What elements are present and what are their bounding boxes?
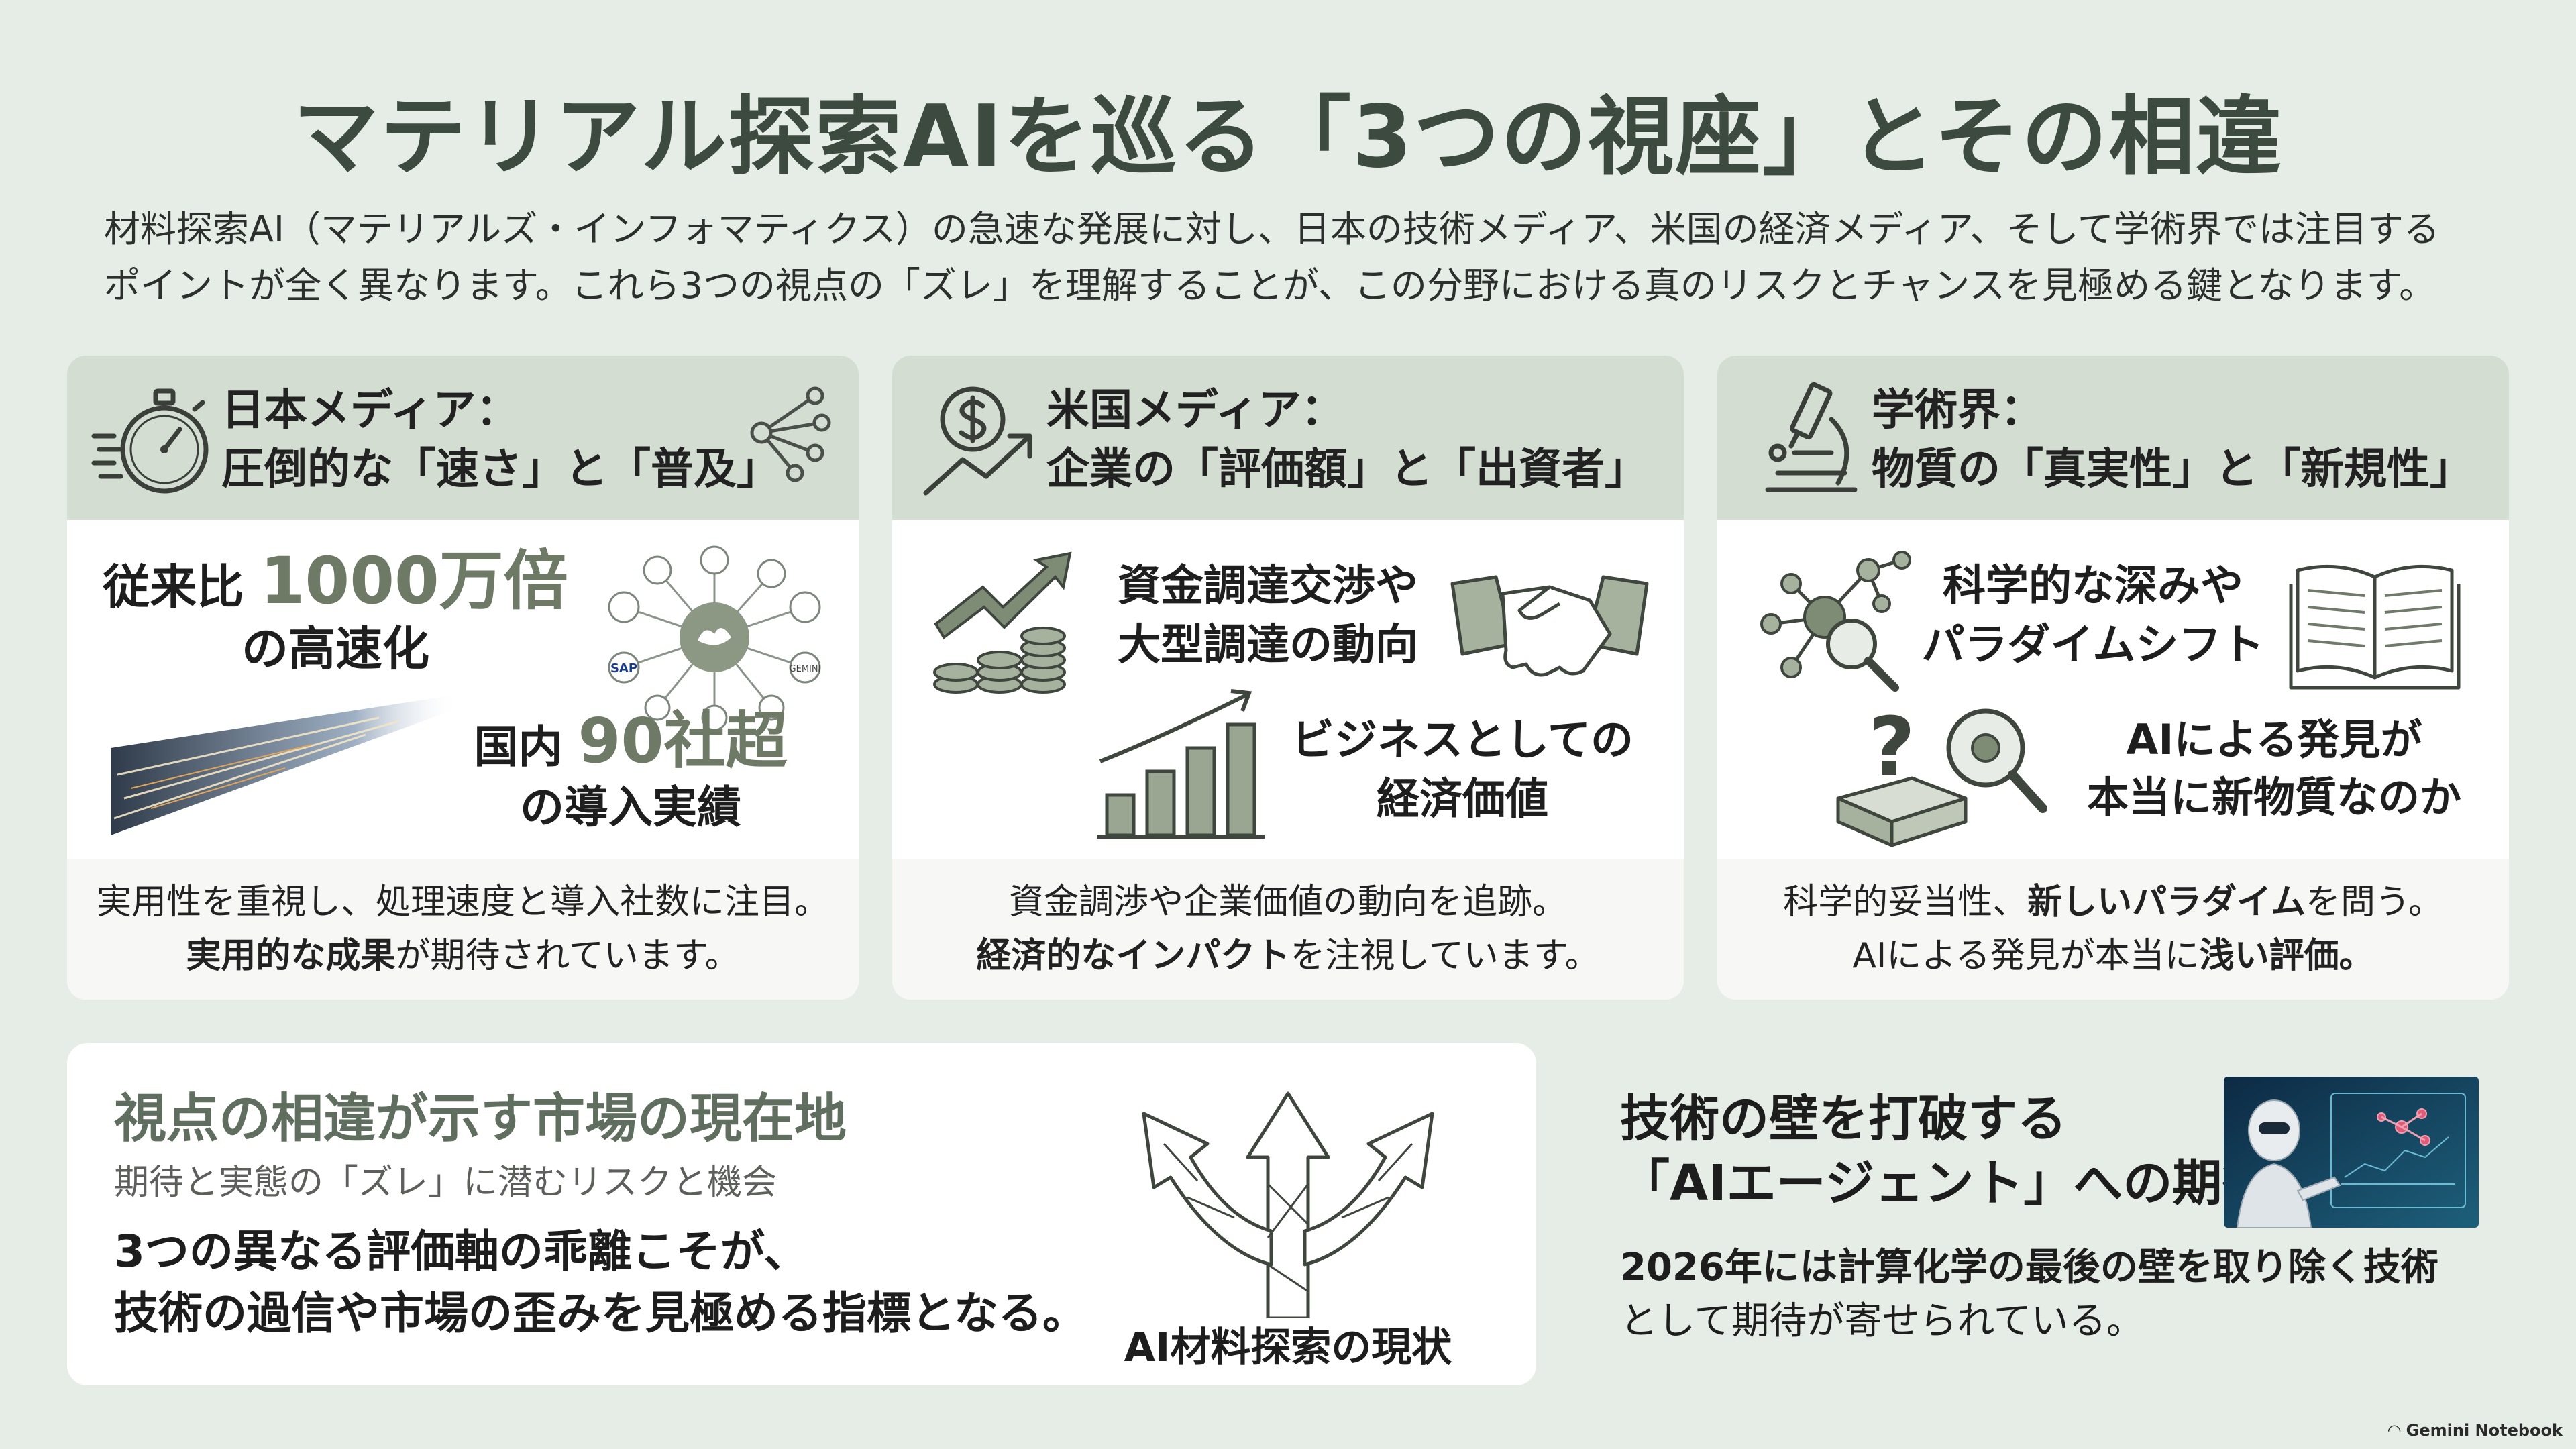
intro-line-2: ポイントが全く異なります。これら3つの視点の「ズレ」を理解することが、この分野に… <box>104 264 2436 307</box>
gemini-logo: GEMINI <box>790 664 821 674</box>
svg-text:?: ? <box>1868 701 1915 794</box>
diverging-arrows-icon <box>1142 1091 1434 1318</box>
funding-line-2: 大型調達の動向 <box>1118 621 1418 670</box>
open-book-icon <box>2289 564 2461 690</box>
footer-line-2: が期待されています。 <box>395 936 740 976</box>
robot-researcher-image <box>2224 1077 2479 1228</box>
footer-emphasis: 実用的な成果 <box>186 936 396 976</box>
card-header: 日本メディア： 圧倒的な「速さ」と「普及」 <box>67 356 859 520</box>
footer-emphasis-2: 浅い評価。 <box>2199 936 2374 976</box>
paradigm-line-2: パラダイムシフト <box>1921 621 2265 670</box>
footer-line-2: を注視しています。 <box>1290 936 1600 976</box>
footer-line-1-rest: を問う。 <box>2306 882 2443 922</box>
card-footer: 実用性を重視し、処理速度と導入社数に注目。 実用的な成果が期待されています。 <box>67 859 859 1000</box>
stopwatch-icon <box>91 388 209 494</box>
intro-text: 材料探索AI（マテリアルズ・インフォマティクス）の急速な発展に対し、日本の技術メ… <box>104 201 2479 314</box>
ai-agent-title-line-1: 技術の壁を打破する <box>1620 1090 2067 1148</box>
adoption-suffix: の導入実績 <box>520 782 741 833</box>
speed-prefix: 従来比 <box>103 559 244 614</box>
header-line-2: 企業の「評価額」と「出資者」 <box>1046 445 1648 494</box>
card-header-title: 米国メディア： 企業の「評価額」と「出資者」 <box>1046 381 1648 499</box>
speed-value: 1000万倍 <box>260 543 568 619</box>
footer-emphasis: 経済的なインパクト <box>976 936 1291 976</box>
adoption-prefix: 国内 <box>474 721 563 773</box>
summary-main-text: 3つの異なる評価軸の乖離こそが、 技術の過信や市場の歪みを見極める指標となる。 <box>114 1221 1087 1344</box>
novelty-line-2: 本当に新物質なのか <box>2086 773 2461 822</box>
card-us-media: 米国メディア： 企業の「評価額」と「出資者」 資金調達交渉や 大型調達の動向 <box>892 356 1684 1000</box>
footer-line-2: AIによる発見が本当に <box>1852 936 2200 976</box>
partner-network-graphic: SAP GEMINI <box>608 545 821 731</box>
intro-line-1: 材料探索AI（マテリアルズ・インフォマティクス）の急速な発展に対し、日本の技術メ… <box>104 208 2440 250</box>
paradigm-line-1: 科学的な深みや <box>1943 561 2243 611</box>
economic-line-2: 経済価値 <box>1377 775 1548 824</box>
ai-agent-title-line-2: 「AIエージェント」への期待 <box>1620 1155 2272 1212</box>
header-line-1: 学術界： <box>1872 386 2043 435</box>
card-academia: 学術界： 物質の「真実性」と「新規性」 科学的な深 <box>1717 356 2509 1000</box>
footer-line-1: 実用性を重視し、処理速度と導入社数に注目。 <box>96 882 829 922</box>
network-icon <box>750 386 831 482</box>
ai-agent-text-line-1: 2026年には計算化学の最後の壁を取り除く技術 <box>1620 1246 2438 1289</box>
gemini-notebook-icon: ◠ <box>2387 1421 2406 1440</box>
footer-line-1: 科学的妥当性、 <box>1783 882 2028 922</box>
speed-suffix: の高速化 <box>241 621 429 676</box>
highlight-speed: 従来比 1000万倍 の高速化 <box>94 549 577 680</box>
summary-subtitle: 期待と実態の「ズレ」に潜むリスクと機会 <box>114 1163 777 1203</box>
card-footer: 科学的妥当性、新しいパラダイムを問う。 AIによる発見が本当に浅い評価。 <box>1717 859 2509 1000</box>
adoption-value: 90社超 <box>578 705 788 777</box>
ai-agent-text: 2026年には計算化学の最後の壁を取り除く技術 として期待が寄せられている。 <box>1620 1241 2438 1348</box>
card-japan-media: 日本メディア： 圧倒的な「速さ」と「普及」 従来比 1000万倍 <box>67 356 859 1000</box>
highlight-economic-value: ビジネスとしての 経済価値 <box>1268 711 1657 829</box>
question-crystal-icon: ? <box>1836 701 2047 847</box>
economic-line-1: ビジネスとしての <box>1291 716 1634 765</box>
credit-text: Gemini Notebook <box>2406 1421 2563 1440</box>
footer-emphasis: 新しいパラダイム <box>2027 882 2306 922</box>
dollar-growth-icon <box>923 386 1032 496</box>
card-header: 米国メディア： 企業の「評価額」と「出資者」 <box>892 356 1684 520</box>
funding-line-1: 資金調達交渉や <box>1118 561 1418 611</box>
summary-line-2: 技術の過信や市場の歪みを見極める指標となる。 <box>114 1287 1087 1339</box>
ai-agent-section: 技術の壁を打破する 「AIエージェント」への期待 <box>1620 1067 2506 1375</box>
card-header-title: 日本メディア： 圧倒的な「速さ」と「普及」 <box>221 381 780 499</box>
highlight-novelty: AIによる発見が 本当に新物質なのか <box>2066 711 2482 826</box>
highlight-adoption: 国内 90社超 の導入実績 <box>443 710 818 838</box>
molecule-magnifier-icon <box>1760 551 1911 692</box>
highlight-funding: 資金調達交渉や 大型調達の動向 <box>1093 557 1442 675</box>
highlight-paradigm: 科学的な深みや パラダイムシフト <box>1905 557 2281 675</box>
summary-line-1: 3つの異なる評価軸の乖離こそが、 <box>114 1226 808 1277</box>
arrows-caption: AI材料探索の現状 <box>1124 1324 1452 1371</box>
card-header-title: 学術界： 物質の「真実性」と「新規性」 <box>1872 381 2473 499</box>
footer-line-1: 資金調渉や企業価値の動向を追跡。 <box>1008 882 1567 922</box>
header-line-2: 圧倒的な「速さ」と「普及」 <box>221 445 780 494</box>
card-footer: 資金調渉や企業価値の動向を追跡。 経済的なインパクトを注視しています。 <box>892 859 1684 1000</box>
ai-agent-title: 技術の壁を打破する 「AIエージェント」への期待 <box>1620 1087 2271 1216</box>
sap-logo: SAP <box>610 661 637 676</box>
summary-title: 視点の相違が示す市場の現在地 <box>114 1089 847 1149</box>
credit-label: ◠ Gemini Notebook <box>2388 1421 2563 1440</box>
handshake-icon <box>1450 575 1649 677</box>
speed-lines-graphic <box>111 694 460 835</box>
bar-chart-icon <box>1097 689 1265 839</box>
microscope-icon <box>1765 382 1858 492</box>
market-summary-card: 視点の相違が示す市場の現在地 期待と実態の「ズレ」に潜むリスクと機会 3つの異な… <box>67 1043 1536 1385</box>
header-line-1: 日本メディア： <box>221 386 519 435</box>
header-line-1: 米国メディア： <box>1046 386 1344 435</box>
page-title: マテリアル探索AIを巡る「3つの視座」とその相違 <box>292 87 2284 187</box>
header-line-2: 物質の「真実性」と「新規性」 <box>1872 445 2473 494</box>
card-header: 学術界： 物質の「真実性」と「新規性」 <box>1717 356 2509 520</box>
ai-agent-text-line-2: として期待が寄せられている。 <box>1620 1299 2144 1343</box>
novelty-line-1: AIによる発見が <box>2126 715 2422 764</box>
coins-growth-icon <box>933 551 1072 694</box>
